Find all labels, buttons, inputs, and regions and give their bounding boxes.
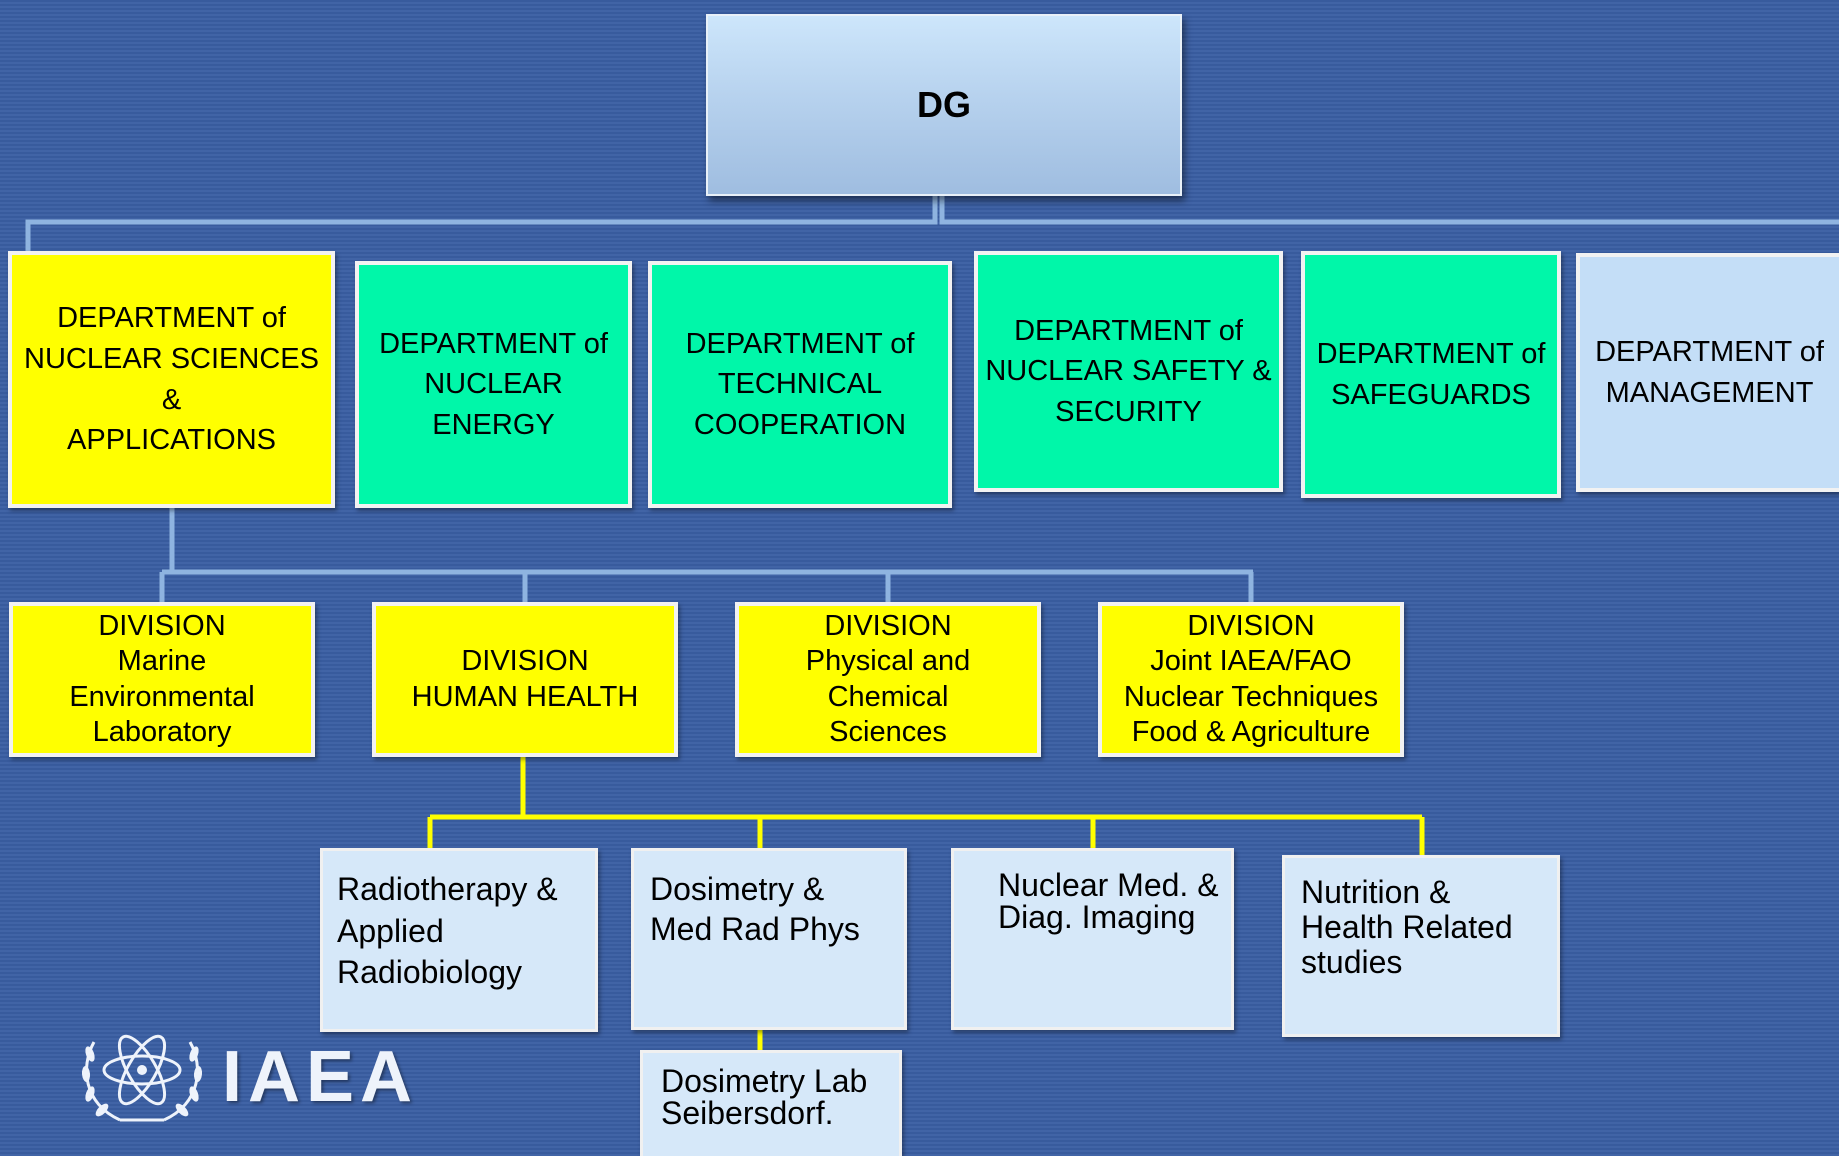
section-radiotherapy-radiobiology: Radiotherapy & Applied Radiobiology — [320, 848, 598, 1032]
department-nuclear-safety-security: DEPARTMENT of NUCLEAR SAFETY & SECURITY — [974, 251, 1283, 492]
department-management: DEPARTMENT of MANAGEMENT — [1576, 253, 1839, 492]
nsa-to-divisions-connector — [159, 505, 1254, 604]
division-label: DIVISION HUMAN HEALTH — [411, 645, 639, 713]
section-label: Nutrition & Health Related studies — [1301, 874, 1513, 981]
department-nuclear-energy: DEPARTMENT of NUCLEAR ENERGY — [355, 261, 632, 508]
department-label: DEPARTMENT of NUCLEAR ENERGY — [379, 327, 608, 441]
dg-label: DG — [917, 84, 971, 125]
section-nuclear-med-diag-imaging: Nuclear Med. & Diag. Imaging — [951, 848, 1234, 1030]
department-label: DEPARTMENT of NUCLEAR SCIENCES & APPLICA… — [24, 302, 319, 457]
dg-to-left-connector — [25, 192, 938, 252]
department-label: DEPARTMENT of NUCLEAR SAFETY & SECURITY — [985, 314, 1272, 428]
department-label: DEPARTMENT of SAFEGUARDS — [1316, 337, 1546, 411]
section-nutrition-health-studies: Nutrition & Health Related studies — [1282, 855, 1560, 1037]
lab-label: Dosimetry Lab Seibersdorf. — [661, 1063, 868, 1131]
dg-box: DG — [706, 14, 1182, 196]
iaea-logo-text: IAEA — [222, 1037, 419, 1117]
division-joint-iaea-fao: DIVISION Joint IAEA/FAO Nuclear Techniqu… — [1098, 602, 1404, 757]
division-label: DIVISION Physical and Chemical Sciences — [805, 609, 971, 748]
department-safeguards: DEPARTMENT of SAFEGUARDS — [1301, 251, 1561, 498]
department-technical-cooperation: DEPARTMENT of TECHNICAL COOPERATION — [648, 261, 952, 508]
division-label: DIVISION Marine Environmental Laboratory — [69, 609, 255, 748]
human-health-to-sections-connector — [427, 754, 1425, 857]
section-label: Nuclear Med. & Diag. Imaging — [998, 867, 1219, 935]
division-physical-chemical-sciences: DIVISION Physical and Chemical Sciences — [735, 602, 1041, 757]
division-marine-environmental-laboratory: DIVISION Marine Environmental Laboratory — [9, 602, 315, 757]
division-label: DIVISION Joint IAEA/FAO Nuclear Techniqu… — [1123, 609, 1379, 748]
section-label: Radiotherapy & Applied Radiobiology — [337, 871, 558, 991]
department-nuclear-sciences-applications: DEPARTMENT of NUCLEAR SCIENCES & APPLICA… — [8, 251, 335, 508]
department-label: DEPARTMENT of MANAGEMENT — [1595, 335, 1824, 409]
division-human-health: DIVISION HUMAN HEALTH — [372, 602, 678, 757]
department-label: DEPARTMENT of TECHNICAL COOPERATION — [685, 327, 915, 441]
section-dosimetry-med-rad-phys: Dosimetry & Med Rad Phys — [631, 848, 907, 1030]
section-label: Dosimetry & Med Rad Phys — [650, 871, 860, 947]
dosimetry-lab-seibersdorf: Dosimetry Lab Seibersdorf. — [640, 1050, 902, 1156]
dg-to-right-connector — [939, 192, 1839, 225]
un-wreath-atom-icon — [81, 1034, 203, 1122]
